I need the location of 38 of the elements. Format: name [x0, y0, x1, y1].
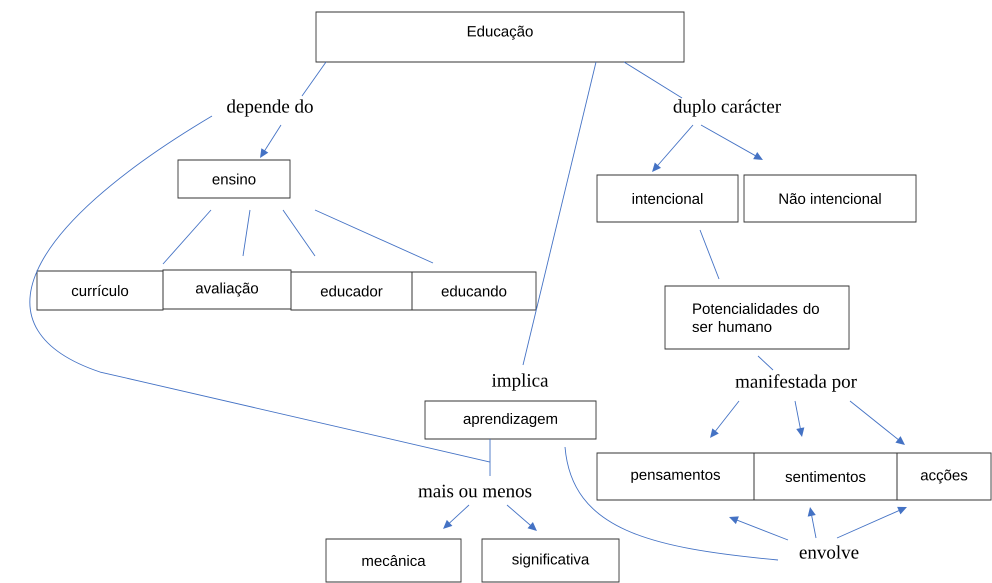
connector-line: [710, 400, 740, 438]
concept-box: mecânica: [326, 538, 462, 582]
linking-phrase: mais ou menos: [418, 484, 532, 498]
concept-box: avaliação: [162, 270, 292, 310]
connector-line: [652, 124, 694, 172]
linking-phrase: envolve: [800, 545, 858, 559]
concept-box: Não intencional: [744, 174, 916, 222]
connector-line: [506, 504, 537, 531]
connector-line: [758, 356, 774, 370]
linking-phrase: duplo carácter: [674, 99, 781, 117]
connector-line: [443, 504, 470, 529]
connector-line: [260, 124, 282, 158]
connector-line: [850, 400, 905, 445]
concept-box: Potencialidades do ser humano: [664, 286, 850, 350]
connector-line: [282, 210, 316, 256]
concept-box: acções: [896, 452, 992, 500]
concept-box: intencional: [596, 174, 738, 222]
connector-line: [162, 210, 212, 264]
concept-box: currículo: [36, 270, 164, 310]
concept-box: educador: [290, 272, 412, 310]
connector-line: [242, 210, 250, 256]
linking-phrase: depende do: [227, 99, 313, 117]
concept-box: Educação: [316, 12, 684, 62]
connector-line: [564, 446, 778, 560]
concept-box: pensamentos: [596, 452, 754, 500]
linking-phrase: implica: [492, 373, 548, 391]
linking-phrase: manifestada por: [735, 374, 857, 392]
connector-line: [700, 230, 720, 280]
connector-line: [30, 116, 490, 462]
connector-line: [522, 62, 596, 366]
connector-line: [624, 62, 682, 98]
concept-box: sentimentos: [754, 452, 898, 500]
concept-box: educando: [412, 272, 536, 310]
concept-box: ensino: [178, 160, 290, 198]
concept-box: significativa: [482, 538, 620, 582]
concept-box: aprendizagem: [424, 400, 596, 440]
connector-line: [302, 62, 326, 96]
connector-line: [314, 210, 434, 264]
